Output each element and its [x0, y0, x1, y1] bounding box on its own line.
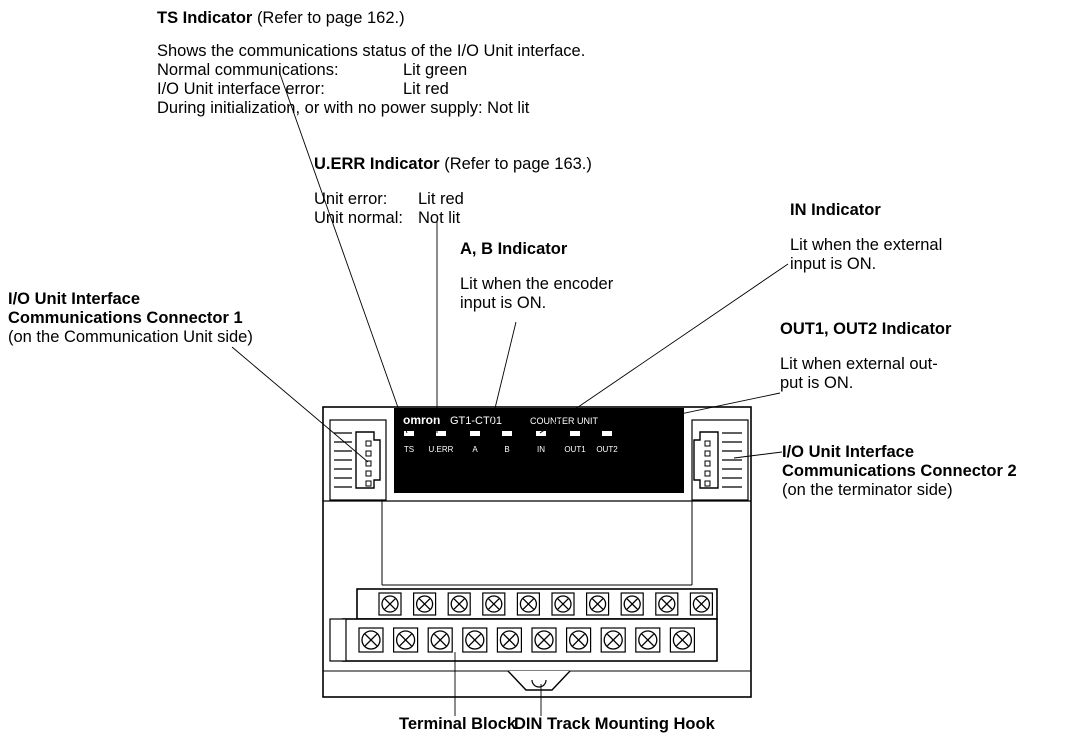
leader-lines — [231, 73, 789, 716]
terminal-block-label: Terminal Block — [399, 715, 517, 733]
led-uerr — [436, 431, 446, 436]
din-hook-label: DIN Track Mounting Hook — [514, 715, 715, 733]
out-title: OUT1, OUT2 Indicator — [780, 320, 952, 338]
terminal-screw-lower — [635, 627, 661, 653]
led-label-uerr: U.ERR — [429, 445, 454, 454]
led-a — [470, 431, 480, 436]
ts-row-error: I/O Unit interface error:Lit red — [157, 80, 449, 98]
right-connector-pins — [704, 440, 711, 487]
conn1-line-1: I/O Unit Interface — [8, 290, 141, 308]
terminal-screw-lower — [565, 627, 592, 653]
terminal-screw-lower — [462, 627, 488, 653]
terminal-screw-upper — [655, 592, 679, 616]
terminal-screw-lower — [531, 627, 557, 653]
terminal-screw-upper — [689, 592, 714, 616]
left-connector-ribs — [334, 432, 352, 488]
conn1-line-2: Communications Connector 1 — [8, 309, 243, 327]
panel-unit-name: COUNTER UNIT — [530, 416, 598, 426]
led-in — [536, 431, 546, 436]
in-line-1: Lit when the external — [790, 236, 943, 254]
led-label-a: A — [472, 445, 478, 454]
terminal-screw-upper — [516, 592, 541, 616]
conn2-line-2: Communications Connector 2 — [782, 462, 1017, 480]
out-line-2: put is ON. — [780, 374, 854, 392]
conn1-sub: (on the Communication Unit side) — [8, 328, 253, 346]
terminal-screw-upper — [585, 592, 610, 616]
right-connector-ribs — [722, 432, 742, 488]
ts-row-normal: Normal communications:Lit green — [157, 61, 468, 79]
terminal-screw-lower — [393, 627, 419, 653]
ts-title: TS Indicator — [157, 9, 253, 27]
led-label-ts: TS — [404, 445, 414, 454]
left-connector-plug — [355, 431, 381, 489]
led-b — [502, 431, 512, 436]
din-hook — [507, 670, 571, 691]
led-label-b: B — [504, 445, 509, 454]
conn2-sub: (on the terminator side) — [782, 481, 953, 499]
terminal-screw-lower — [600, 627, 626, 653]
uerr-ref: (Refer to page 163.) — [444, 155, 592, 173]
terminal-screw-upper — [447, 592, 471, 616]
ts-ref: (Refer to page 162.) — [256, 9, 405, 27]
terminal-screw-upper — [620, 592, 644, 616]
terminal-screw-lower — [358, 627, 384, 653]
terminal-screws-lower — [358, 627, 696, 653]
led-label-in: IN — [537, 445, 545, 454]
ab-title: A, B Indicator — [460, 240, 568, 258]
uerr-heading: U.ERR Indicator (Refer to page 163.) — [314, 154, 592, 174]
in-title: IN Indicator — [790, 201, 881, 219]
led-ts — [404, 431, 414, 436]
terminal-screw-lower — [669, 627, 696, 653]
led-label-out2: OUT2 — [596, 445, 618, 454]
ab-line-1: Lit when the encoder — [460, 275, 614, 293]
ts-last: During initialization, or with no power … — [157, 99, 530, 117]
ab-line-2: input is ON. — [460, 294, 547, 312]
ts-heading: TS Indicator (Refer to page 162.) — [157, 8, 405, 28]
uerr-row-error: Unit error:Lit red — [314, 190, 464, 208]
terminal-screw-upper — [551, 592, 575, 616]
panel-brand: omron — [403, 413, 440, 427]
right-connector-plug — [693, 431, 719, 489]
indicator-leds: TS U.ERR A B IN OUT1 OUT2 — [404, 431, 618, 454]
ts-description: Shows the communications status of the I… — [157, 42, 586, 60]
terminal-screw-upper — [378, 592, 402, 616]
panel-model: GT1-CT01 — [450, 415, 502, 427]
terminal-screw-lower — [496, 627, 522, 653]
led-label-out1: OUT1 — [564, 445, 586, 454]
terminal-screws-upper — [378, 592, 714, 616]
uerr-row-normal: Unit normal:Not lit — [314, 209, 461, 227]
terminal-screw-lower — [427, 627, 453, 653]
led-out1 — [570, 431, 580, 436]
out-line-1: Lit when external out- — [780, 355, 938, 373]
in-line-2: input is ON. — [790, 255, 877, 273]
left-connector-pins — [365, 440, 372, 487]
uerr-title: U.ERR Indicator — [314, 155, 440, 173]
indicator-panel — [394, 408, 684, 493]
led-out2 — [602, 431, 612, 436]
conn2-line-1: I/O Unit Interface — [782, 443, 915, 461]
terminal-screw-upper — [482, 592, 506, 616]
terminal-screw-upper — [413, 592, 437, 616]
